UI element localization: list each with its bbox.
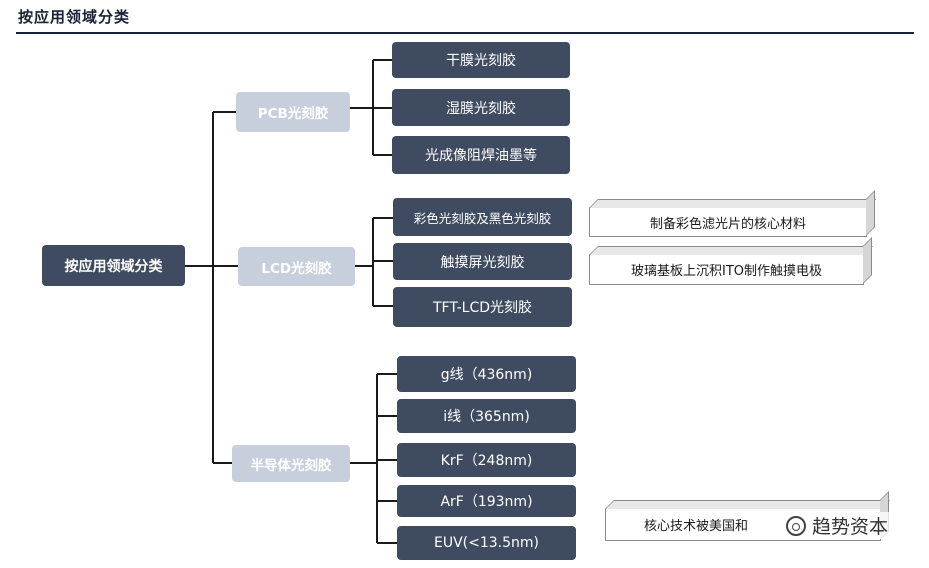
leaf-node: 湿膜光刻胶 — [392, 89, 570, 126]
leaf-node: ArF（193nm) — [397, 485, 576, 517]
leaf-node: i线（365nm) — [397, 399, 576, 433]
title-divider — [16, 32, 914, 34]
note-box: 玻璃基板上沉积ITO制作触摸电极 — [589, 254, 864, 285]
category-semiconductor: 半导体光刻胶 — [232, 445, 350, 482]
category-pcb: PCB光刻胶 — [236, 92, 350, 132]
leaf-node: 光成像阻焊油墨等 — [392, 136, 570, 174]
root-node: 按应用领域分类 — [42, 245, 185, 286]
leaf-node: 彩色光刻胶及黑色光刻胶 — [393, 198, 572, 236]
category-lcd: LCD光刻胶 — [238, 247, 355, 286]
leaf-node: KrF（248nm) — [397, 443, 576, 477]
note-box: 制备彩色滤光片的核心材料 — [589, 207, 867, 237]
watermark: 趋势资本 — [782, 512, 893, 539]
leaf-node: g线（436nm) — [397, 356, 576, 392]
watermark-text: 趋势资本 — [812, 516, 889, 538]
leaf-node: 干膜光刻胶 — [392, 42, 570, 78]
leaf-node: 触摸屏光刻胶 — [393, 243, 572, 280]
wechat-icon — [786, 515, 806, 536]
leaf-node: TFT-LCD光刻胶 — [393, 287, 572, 327]
leaf-node: EUV(<13.5nm) — [397, 526, 576, 560]
page-title: 按应用领域分类 — [18, 8, 131, 26]
